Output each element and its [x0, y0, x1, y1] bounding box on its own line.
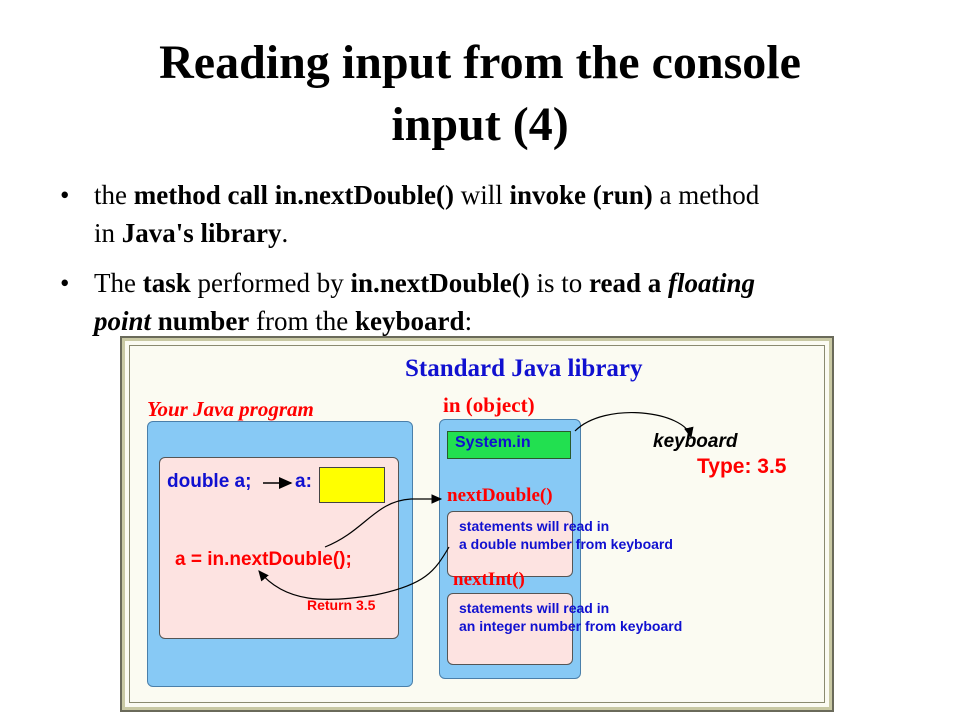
object-label: in (object) [443, 393, 535, 417]
call-arrow [324, 494, 443, 548]
bullet-2-text: is to [529, 268, 589, 298]
variable-box [319, 467, 385, 503]
bullet-1-text: . [281, 218, 289, 248]
variable-label: a: [295, 471, 312, 492]
bullet-2-text: from the [249, 306, 356, 336]
diagram-inner-border [129, 345, 825, 703]
bullet-2: • The task performed by in.nextDouble() … [60, 264, 914, 340]
next-int-desc-line-2: an integer number from keyboard [459, 618, 683, 634]
program-title: Your Java program [147, 397, 314, 421]
bullet-2-bold-number: number [151, 306, 250, 336]
return-label: Return 3.5 [307, 597, 376, 613]
keyboard-label: keyboard [653, 431, 738, 452]
system-in-label: System.in [455, 434, 531, 451]
bullet-2-bold-italic-point: point [94, 306, 152, 336]
next-double-description: statements will read in a double number … [459, 517, 673, 553]
next-int-desc-line-1: statements will read in [459, 600, 610, 616]
library-diagram: Standard Java library Your Java program … [120, 336, 834, 712]
bullet-2-text: : [464, 306, 473, 336]
flow-arrows [258, 412, 694, 601]
bullet-2-text: The [94, 268, 143, 298]
bullet-1-text: in [94, 218, 122, 248]
declaration-text: double a; [167, 471, 252, 492]
next-int-label: nextInt() [453, 569, 525, 590]
bullet-2-text: performed by [190, 268, 351, 298]
library-title: Standard Java library [405, 355, 643, 382]
return-arrow [258, 546, 450, 601]
next-double-box [447, 511, 573, 577]
bullet-1-bold-invoke: invoke (run) [509, 180, 653, 210]
assignment-text: a = in.nextDouble(); [175, 549, 352, 570]
bullet-marker: • [60, 180, 70, 210]
next-double-label: nextDouble() [447, 485, 553, 506]
type-label: Type: 3.5 [697, 455, 787, 478]
slide-title: Reading input from the console input (4) [0, 32, 960, 156]
next-double-desc-line-1: statements will read in [459, 518, 610, 534]
bullet-2-bold-read: read a [588, 268, 668, 298]
bullet-1-bold-method-call: method call in.nextDouble() [133, 180, 454, 210]
next-int-box [447, 593, 573, 665]
system-in-keyboard-arrow [574, 412, 694, 439]
bullet-2-bold-method: in.nextDouble() [350, 268, 530, 298]
next-double-desc-line-2: a double number from keyboard [459, 536, 673, 552]
bullet-1-text: a method [652, 180, 760, 210]
bullet-1-bold-library: Java's library [121, 218, 282, 248]
bullet-2-bold-keyboard: keyboard [355, 306, 465, 336]
title-line-2: input (4) [391, 98, 569, 151]
bullet-2-bold-italic-floating: floating [667, 268, 755, 298]
bullet-1-text: will [454, 180, 510, 210]
title-line-1: Reading input from the console [159, 36, 801, 89]
next-int-description: statements will read in an integer numbe… [459, 599, 682, 635]
bullet-marker: • [60, 268, 70, 298]
bullet-1: • the method call in.nextDouble() will i… [60, 176, 914, 252]
bullet-1-text: the [94, 180, 134, 210]
bullet-2-bold-task: task [142, 268, 191, 298]
system-in-box [447, 431, 571, 459]
